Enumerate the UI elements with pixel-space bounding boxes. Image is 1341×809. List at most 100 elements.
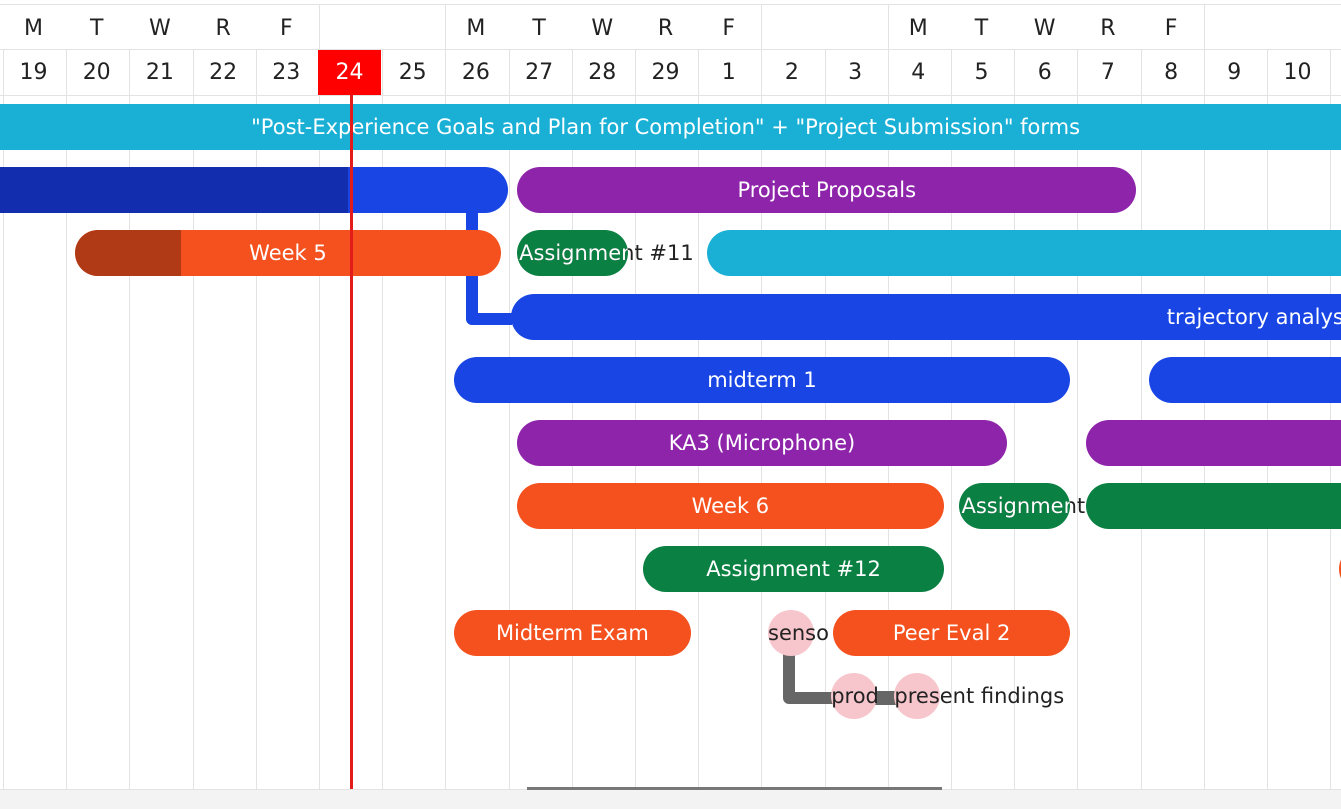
date-cell[interactable]: 26 [461, 60, 490, 85]
task-bar-project-proposals[interactable]: Project Proposals [517, 167, 1137, 214]
date-cell[interactable]: 6 [1037, 60, 1052, 85]
task-label: Midterm Exam [495, 620, 649, 645]
grid-column-line [824, 50, 826, 789]
task-bar-blue-top[interactable] [0, 167, 508, 214]
weekday-label: T [532, 16, 546, 41]
date-cell[interactable]: 5 [974, 60, 989, 85]
task-label: "Post-Experience Goals and Plan for Comp… [251, 115, 1081, 139]
task-bar-orange-edge-row7[interactable] [1338, 546, 1341, 593]
grid-column-line [382, 50, 384, 789]
milestone-label: prod [831, 683, 879, 708]
date-cell[interactable]: 2 [784, 60, 799, 85]
task-bar-midterm1[interactable]: midterm 1 [453, 356, 1071, 403]
weekday-label: W [149, 16, 171, 41]
weekday-label: M [466, 16, 486, 41]
scrollbar-thumb[interactable] [527, 787, 942, 790]
grid-column-line [1330, 50, 1332, 789]
weekday-label: T [974, 16, 989, 41]
weekday-label: M [908, 16, 928, 41]
grid-column-line [635, 50, 636, 789]
task-progress [74, 230, 182, 277]
grid-column-line [698, 50, 700, 789]
label-clip: Assignment [959, 483, 1070, 529]
task-bar-trajectory[interactable]: trajectory analysis [510, 293, 1341, 340]
grid-column-line [1077, 50, 1079, 789]
grid-column-line [1014, 50, 1016, 789]
task-bar-week6[interactable]: Week 6 [517, 483, 944, 530]
task-label: Week 5 [249, 241, 327, 266]
grid-column-line [66, 50, 68, 789]
task-label: Project Proposals [737, 178, 917, 203]
task-label-inside: Assignment [961, 494, 1070, 519]
task-label: KA3 (Microphone) [668, 431, 856, 455]
dependency-arrow [783, 636, 835, 704]
weekday-label: R [657, 16, 674, 41]
date-cell[interactable]: 10 [1283, 60, 1312, 85]
header-divider [0, 4, 1341, 5]
header-divider [0, 49, 1341, 50]
date-cell[interactable]: 23 [272, 60, 301, 85]
date-cell[interactable]: 8 [1164, 60, 1179, 85]
header-divider [0, 95, 1341, 96]
grid-column-line [1140, 50, 1142, 789]
label-clip: Assignment #11 [517, 230, 628, 276]
task-bar-cyan-row2[interactable] [706, 230, 1341, 277]
grid-column-line [571, 50, 573, 789]
weekday-label: R [215, 16, 231, 41]
milestone-present-findings[interactable] [894, 672, 941, 719]
date-cell[interactable]: 27 [525, 60, 554, 85]
task-bar-green-row6-right[interactable] [1085, 483, 1341, 530]
task-bar-assignment12[interactable]: Assignment #12 [643, 546, 944, 593]
date-cell[interactable]: 19 [19, 60, 48, 85]
weekday-label: F [722, 16, 736, 41]
grid-column-line [192, 50, 194, 789]
task-bar-assignment-row6[interactable]: AssignmentAssignment [959, 483, 1085, 530]
task-bar-midterm-exam[interactable]: Midterm Exam [453, 609, 691, 656]
weekday-label: W [1033, 16, 1056, 41]
task-bar-ka3[interactable]: KA3 (Microphone) [517, 420, 1007, 466]
task-bar-assignment11[interactable]: Assignment #11Assignment #11 [517, 230, 694, 277]
date-cell[interactable]: 7 [1100, 60, 1115, 85]
task-label: Week 6 [691, 494, 770, 519]
date-cell[interactable]: 1 [721, 60, 736, 85]
weekday-label: F [279, 16, 293, 41]
date-cell[interactable]: 28 [588, 60, 617, 85]
date-cell[interactable]: 25 [398, 60, 427, 85]
task-bar-purple-row5-right[interactable] [1085, 420, 1341, 466]
grid-column-line [319, 4, 320, 789]
grid-column-line [129, 50, 131, 789]
weekday-label: M [24, 16, 43, 41]
date-cell[interactable]: 29 [651, 60, 680, 85]
task-bar-goals-forms[interactable]: "Post-Experience Goals and Plan for Comp… [0, 104, 1341, 150]
horizontal-scrollbar[interactable] [0, 787, 1341, 809]
date-cell[interactable]: 21 [145, 60, 174, 85]
weekday-label: R [1100, 16, 1116, 41]
weekday-label: W [591, 16, 614, 41]
task-label-inside: Assignment #11 [519, 241, 628, 266]
grid-column-line [508, 50, 510, 789]
milestone-label: senso [768, 620, 829, 645]
task-label: Assignment [961, 494, 1086, 519]
grid-column-line [3, 50, 4, 789]
date-cell[interactable]: 20 [82, 60, 111, 85]
date-cell[interactable]: 3 [848, 60, 863, 85]
today-date-cell[interactable]: 24 [318, 50, 381, 95]
task-bar-week5[interactable]: Week 5 [74, 230, 502, 277]
date-cell[interactable]: 4 [911, 60, 926, 85]
task-label: Assignment #12 [706, 557, 881, 582]
weekday-label: F [1164, 16, 1178, 41]
date-cell[interactable]: 9 [1227, 60, 1242, 85]
task-bar-blue-row4-right[interactable] [1149, 356, 1341, 403]
task-label: trajectory analysis [1166, 304, 1341, 329]
task-label: Peer Eval 2 [892, 620, 1011, 645]
task-label: midterm 1 [707, 367, 817, 392]
task-bar-peer-eval2[interactable]: Peer Eval 2 [833, 609, 1071, 656]
grid-column-line [1267, 50, 1268, 789]
milestone-label: present findings [894, 683, 1065, 708]
task-progress [0, 167, 349, 214]
milestone-prod[interactable] [831, 672, 878, 719]
grid-column-line [445, 4, 447, 789]
date-cell[interactable]: 22 [209, 60, 238, 85]
milestone-sensors[interactable] [768, 609, 814, 656]
